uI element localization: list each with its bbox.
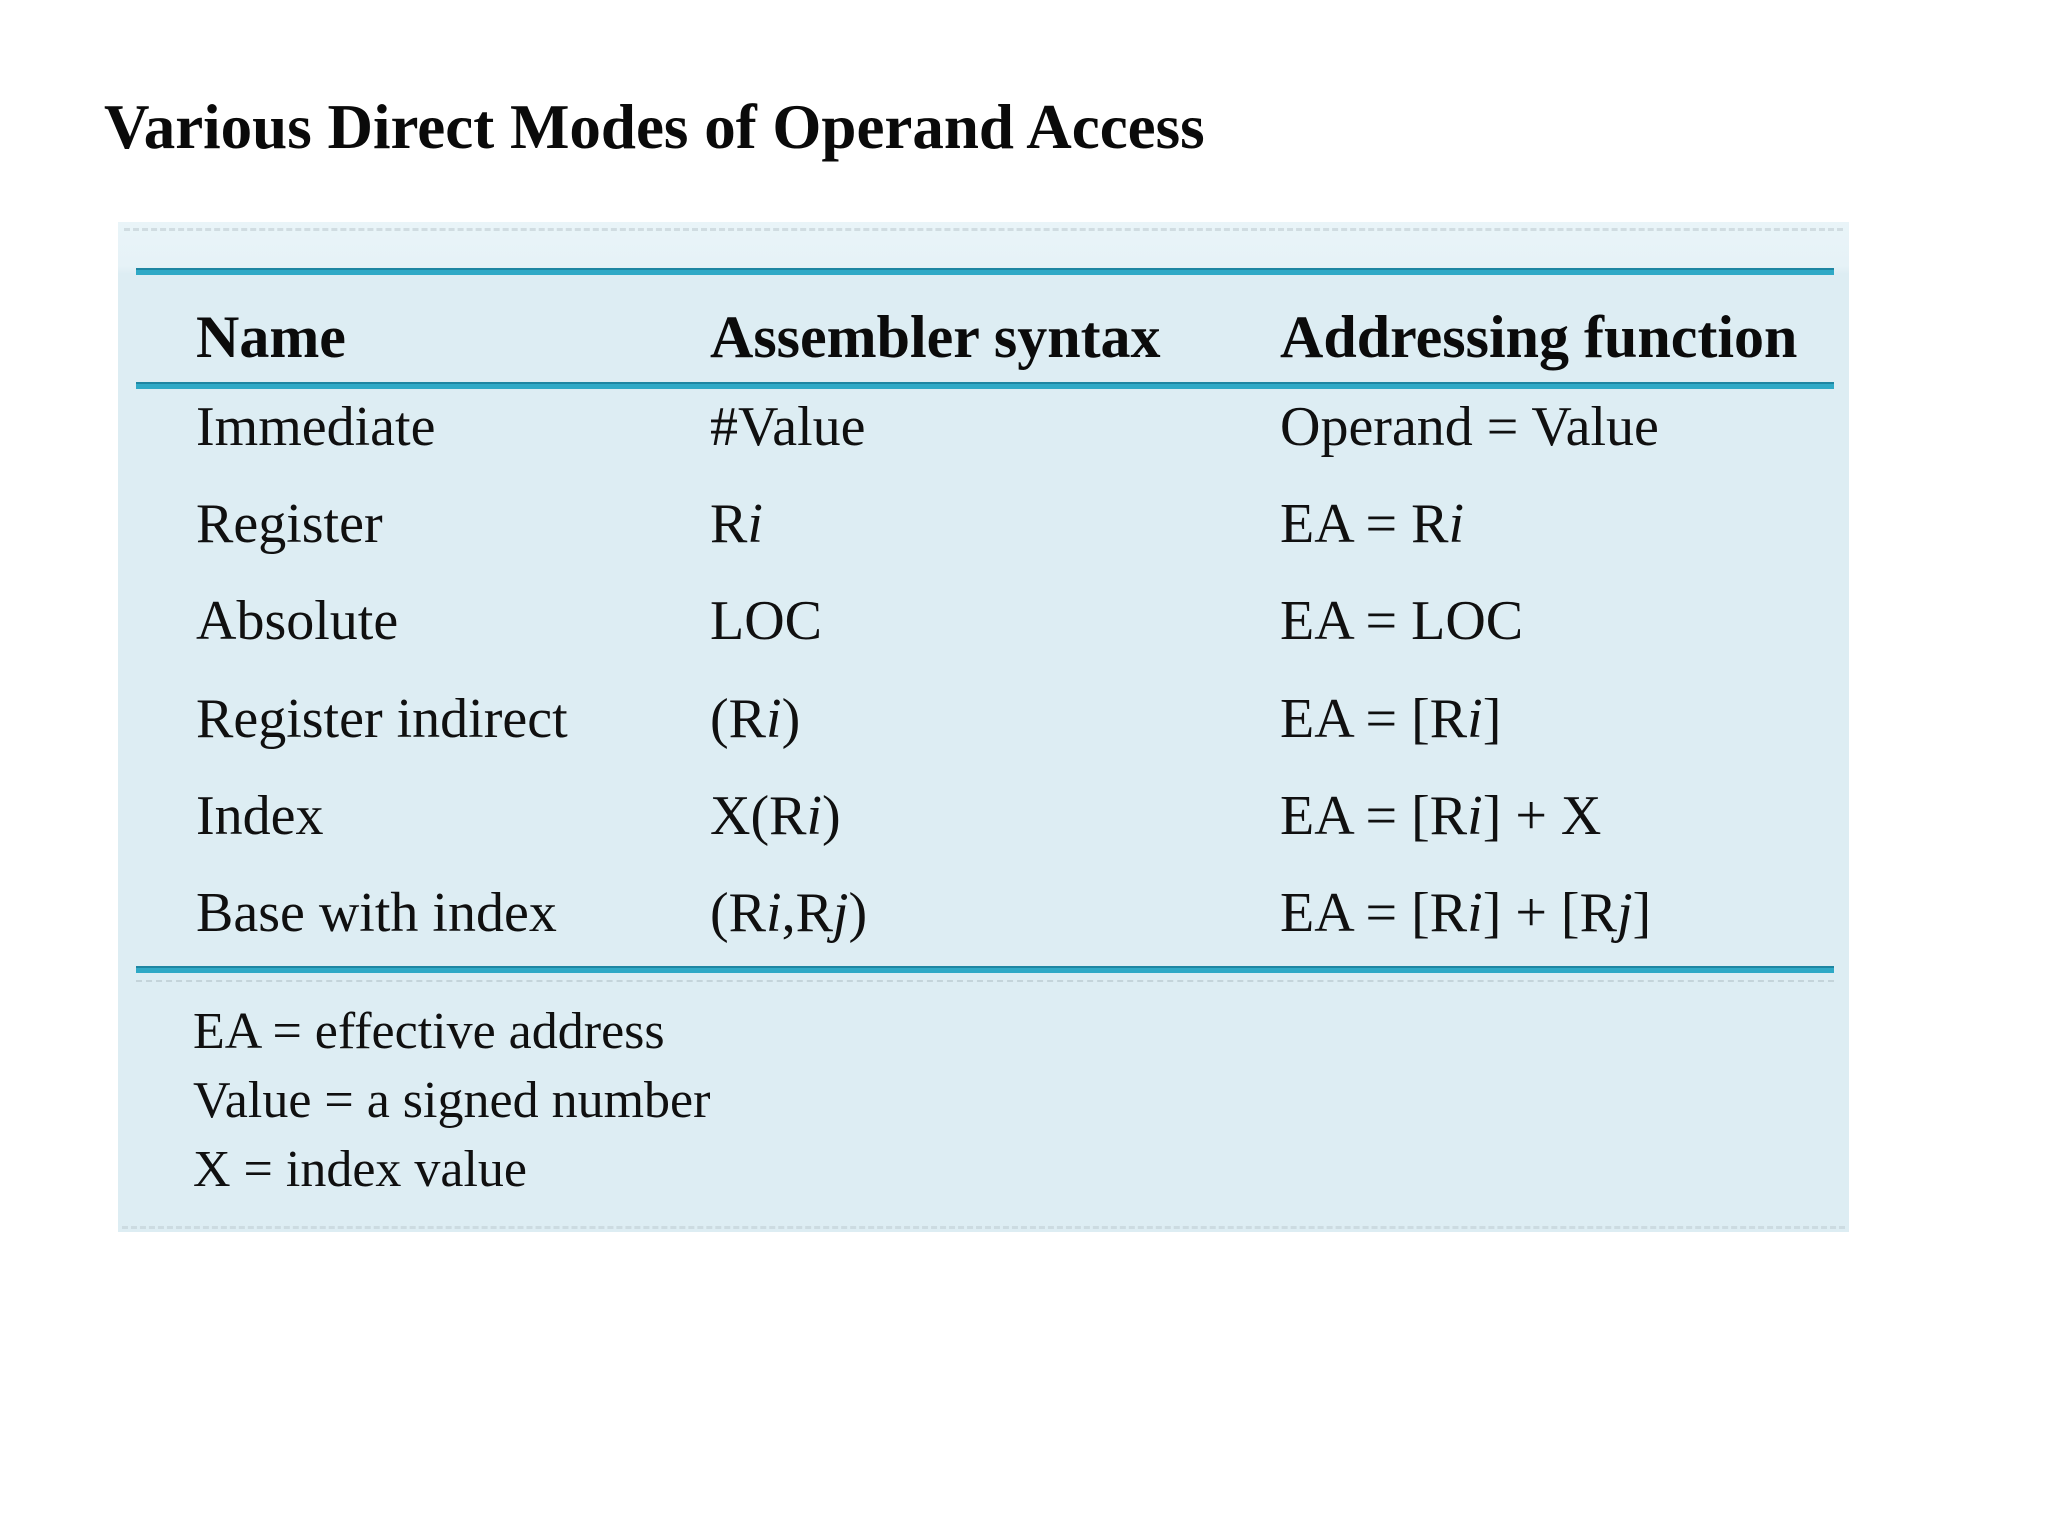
text-segment: EA = [R [1280,784,1468,847]
text-segment: EA = [R [1280,882,1468,944]
text-segment: ) [781,687,801,750]
italic-register-index: i [1467,882,1483,944]
italic-register-index: i [1448,493,1465,556]
text-segment: X(R [710,784,807,847]
text-segment: ] [1482,687,1502,750]
column-header-addressing-function: Addressing function [1280,304,1798,370]
row-syntax-cell: #Value [710,393,866,461]
text-segment: (R [710,882,766,944]
row-syntax-cell: LOC [710,587,822,655]
text-segment: ] + X [1482,784,1602,847]
column-header-name: Name [196,304,346,370]
text-segment: ,R [781,882,833,944]
table-panel: Name Assembler syntax Addressing functio… [118,222,1849,1232]
row-function-cell: EA = [Ri] [1280,685,1501,753]
italic-register-index: i [1467,687,1483,750]
text-segment: LOC [710,590,822,653]
table-header-rule [136,382,1834,389]
italic-register-index: i [766,882,782,944]
table-header-row: Name Assembler syntax Addressing functio… [118,304,1849,370]
text-segment: ) [848,882,868,944]
text-segment: EA = R [1280,493,1449,556]
row-function-cell: Operand = Value [1280,393,1659,461]
text-segment: Operand = Value [1280,396,1659,458]
table-row: Absolute LOC EA = LOC [118,587,1849,655]
row-name-cell: Index [196,784,324,847]
text-segment: (R [710,687,766,750]
table-top-rule [136,268,1834,275]
row-name-cell: Register [196,493,383,556]
row-syntax-cell: (Ri,Rj) [710,879,867,947]
page-title: Various Direct Modes of Operand Access [104,92,1205,162]
italic-register-index: i [1467,784,1483,847]
table-bottom-rule [136,966,1834,973]
text-segment: #Value [710,396,866,458]
italic-register-index: j [832,882,849,944]
text-segment: EA = LOC [1280,590,1524,653]
column-header-assembler-syntax: Assembler syntax [710,304,1161,370]
row-name-cell: Register indirect [196,687,568,750]
text-segment: ] + [R [1482,882,1617,944]
table-row: Register indirect(Ri)EA = [Ri] [118,685,1849,753]
row-syntax-cell: X(Ri) [710,782,841,850]
footnote-line: X = index value [193,1141,528,1198]
text-segment: ) [822,784,841,847]
row-syntax-cell: (Ri) [710,685,800,753]
footnote-line: Value = a signed number [193,1072,711,1129]
italic-register-index: i [766,687,782,750]
text-segment: ] [1632,882,1652,944]
row-function-cell: EA = [Ri] + X [1280,782,1601,850]
rule-shadow-artifact [136,980,1834,982]
text-segment: R [710,493,748,556]
italic-register-index: i [806,784,823,847]
text-segment: EA = [R [1280,687,1468,750]
row-syntax-cell: Ri [710,490,763,558]
italic-register-index: i [747,493,763,556]
table-row: Immediate #Value Operand = Value [118,393,1849,461]
row-name-cell: Absolute [196,590,399,653]
row-function-cell: EA = LOC [1280,587,1523,655]
table-row: Base with index(Ri,Rj)EA = [Ri] + [Rj] [118,879,1849,947]
row-name-cell: Immediate [196,396,436,458]
row-function-cell: EA = Ri [1280,490,1464,558]
italic-register-index: j [1616,882,1633,944]
row-function-cell: EA = [Ri] + [Rj] [1280,879,1651,947]
footnote-line: EA = effective address [193,1003,665,1060]
row-name-cell: Base with index [196,882,557,944]
